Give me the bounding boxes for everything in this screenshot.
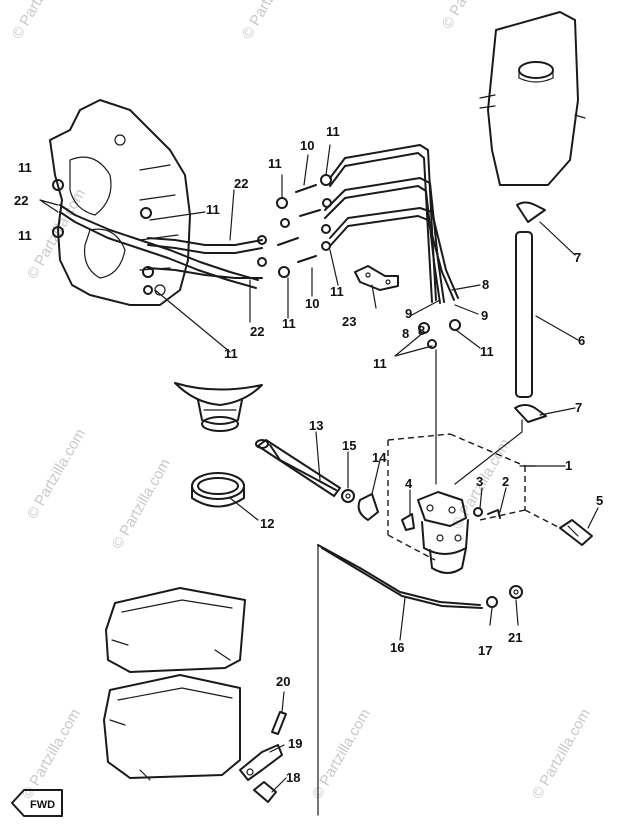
callout-9: 9 (481, 308, 488, 323)
fuel-hose-left (59, 204, 263, 289)
callout-8: 8 (418, 323, 425, 338)
callout-11: 11 (268, 156, 282, 171)
callout-12: 12 (260, 516, 274, 531)
callout-22: 22 (250, 324, 264, 339)
callout-18: 18 (286, 770, 300, 785)
callout-11: 11 (282, 316, 296, 331)
callout-8: 8 (402, 326, 409, 341)
callout-19: 19 (288, 736, 302, 751)
callout-11: 11 (224, 346, 238, 361)
callout-10-upper: 10 (300, 138, 314, 153)
callout-14: 14 (372, 450, 387, 465)
fuel-pump-assembly (387, 433, 561, 574)
washer-15 (341, 489, 355, 503)
callout-7-lower: 7 (575, 400, 582, 415)
watermark: © Partzilla.com (439, 0, 504, 32)
watermark: © Partzilla.com (9, 0, 74, 42)
lower-cover-lower (103, 674, 241, 781)
fuel-filter-housing (479, 11, 586, 186)
callout-22: 22 (234, 176, 248, 191)
bolt-5 (559, 519, 593, 546)
cylinder-block (49, 99, 191, 306)
fwd-label: FWD (30, 799, 55, 811)
callout-23: 23 (342, 314, 356, 329)
hose-clamp-23 (354, 265, 399, 291)
callout-11: 11 (330, 284, 344, 299)
callout-11: 11 (18, 160, 32, 175)
bellows-boot (174, 382, 263, 432)
callout-5: 5 (596, 493, 603, 508)
callout-13: 13 (309, 418, 323, 433)
linkage-rod-16 (317, 544, 523, 609)
lower-cover-upper (105, 587, 246, 673)
watermark-group: © Partzilla.com © Partzilla.com © Partzi… (9, 0, 594, 802)
hose-clips-left (52, 179, 154, 295)
seal-ring-12 (191, 472, 245, 508)
callout-8: 8 (482, 277, 489, 292)
callout-3: 3 (476, 474, 483, 489)
callout-2: 2 (502, 474, 509, 489)
watermark: © Partzilla.com (24, 426, 89, 522)
watermark: © Partzilla.com (529, 706, 594, 802)
callout-4: 4 (405, 476, 413, 491)
callout-9: 9 (405, 306, 412, 321)
fuel-lines (324, 144, 459, 304)
callout-11: 11 (206, 202, 220, 217)
spring-20 (271, 711, 287, 735)
callout-6: 6 (578, 333, 585, 348)
callout-11: 11 (326, 124, 340, 139)
watermark: © Partzilla.com (239, 0, 304, 42)
callout-11: 11 (480, 344, 494, 359)
lever-19 (239, 744, 283, 781)
watermark: © Partzilla.com (24, 186, 89, 282)
callout-16: 16 (390, 640, 404, 655)
callout-10-lower: 10 (305, 296, 319, 311)
callout-leaders (39, 144, 599, 793)
callout-7-upper: 7 (574, 250, 581, 265)
damper-14 (357, 493, 379, 521)
hose-clips-bottom (418, 319, 461, 349)
callout-11: 11 (18, 228, 32, 243)
callout-15: 15 (342, 438, 356, 453)
watermark: © Partzilla.com (19, 706, 84, 802)
shaft-13 (255, 439, 341, 497)
watermark: © Partzilla.com (109, 456, 174, 552)
callout-labels: 1 2 3 4 5 6 7 7 8 8 8 9 9 10 10 11 11 11… (14, 124, 603, 785)
callout-1: 1 (565, 458, 572, 473)
callout-20: 20 (276, 674, 290, 689)
callout-17: 17 (478, 643, 492, 658)
fitting-row (257, 174, 332, 278)
callout-21: 21 (508, 630, 522, 645)
fwd-arrow: FWD (11, 789, 63, 817)
bushing-18 (253, 781, 277, 803)
fuel-hose-6 (514, 201, 547, 423)
callout-22: 22 (14, 193, 28, 208)
callout-11: 11 (373, 356, 387, 371)
